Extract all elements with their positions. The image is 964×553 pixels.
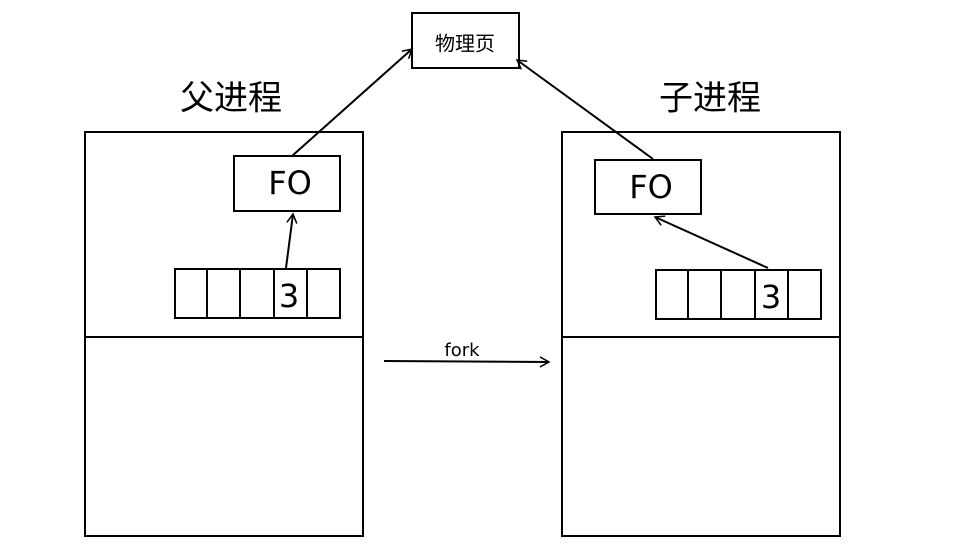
child-fd-table: 3 [655, 269, 822, 320]
parent-process-title: 父进程 [180, 79, 282, 119]
parent-fo-label: FO [268, 164, 312, 202]
parent-fd-cell-3: 3 [279, 277, 299, 315]
child-fd-to-fo-arrow [653, 215, 769, 269]
parent-fd-to-fo-arrow [285, 212, 298, 269]
parent-fd-table: 3 [174, 268, 341, 319]
child-process-title: 子进程 [659, 79, 761, 119]
fork-label: fork [444, 340, 480, 361]
parent-fo-box: FO [233, 155, 341, 212]
child-fd-cell-3: 3 [761, 278, 781, 316]
parent-fo-to-page-arrow [291, 47, 414, 157]
parent-process: 父进程 FO 3 [84, 47, 414, 537]
child-fo-label: FO [629, 168, 673, 206]
child-process: 子进程 FO 3 [515, 59, 841, 537]
physical-page: 物理页 [411, 12, 520, 69]
fork-arrow: fork [383, 340, 551, 368]
child-fo-to-page-arrow [515, 59, 654, 160]
child-fo-box: FO [594, 159, 702, 215]
physical-page-label: 物理页 [435, 32, 495, 56]
